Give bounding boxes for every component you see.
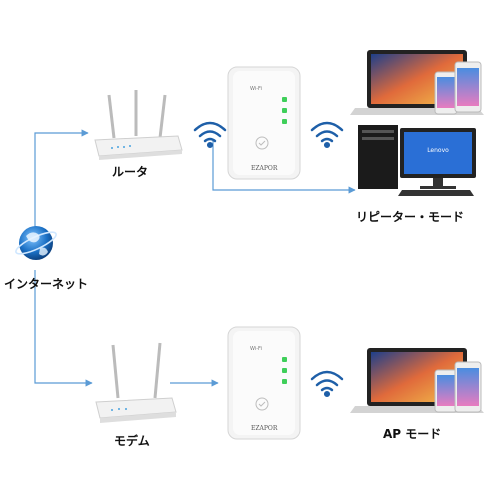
ap-mode-label: AP モード — [383, 427, 442, 441]
line-internet-modem — [34, 270, 93, 387]
wifi-icon-left-top — [193, 121, 227, 149]
svg-text:Wi-Fi: Wi-Fi — [250, 86, 262, 92]
repeater-device-top: Wi-Fi EZAPOR — [227, 66, 301, 180]
connection-lines — [34, 129, 356, 387]
svg-text:Wi-Fi: Wi-Fi — [250, 346, 262, 352]
internet-label: インターネット — [4, 277, 89, 291]
router-label: ルータ — [112, 165, 149, 179]
ap-device-bottom: Wi-Fi EZAPOR — [227, 326, 301, 440]
repeater-mode-label: リピーター・モード — [356, 210, 465, 224]
modem-icon — [95, 342, 177, 423]
device-brand-label-bottom: EZAPOR — [251, 425, 278, 432]
wifi-icon-right-top — [310, 121, 344, 149]
wifi-icon-right-bottom — [310, 370, 344, 398]
line-internet-router — [34, 129, 89, 252]
monitor-brand-label: Lenovo — [427, 147, 449, 154]
laptop-phones-top — [350, 50, 484, 115]
globe-icon — [15, 226, 57, 260]
desktop-pc-icon: Lenovo — [358, 125, 476, 196]
modem-label: モデム — [114, 434, 150, 448]
line-repeater-pc — [212, 140, 356, 194]
device-brand-label-top: EZAPOR — [251, 165, 278, 172]
router-icon — [94, 90, 183, 160]
laptop-phones-bottom — [350, 348, 484, 413]
